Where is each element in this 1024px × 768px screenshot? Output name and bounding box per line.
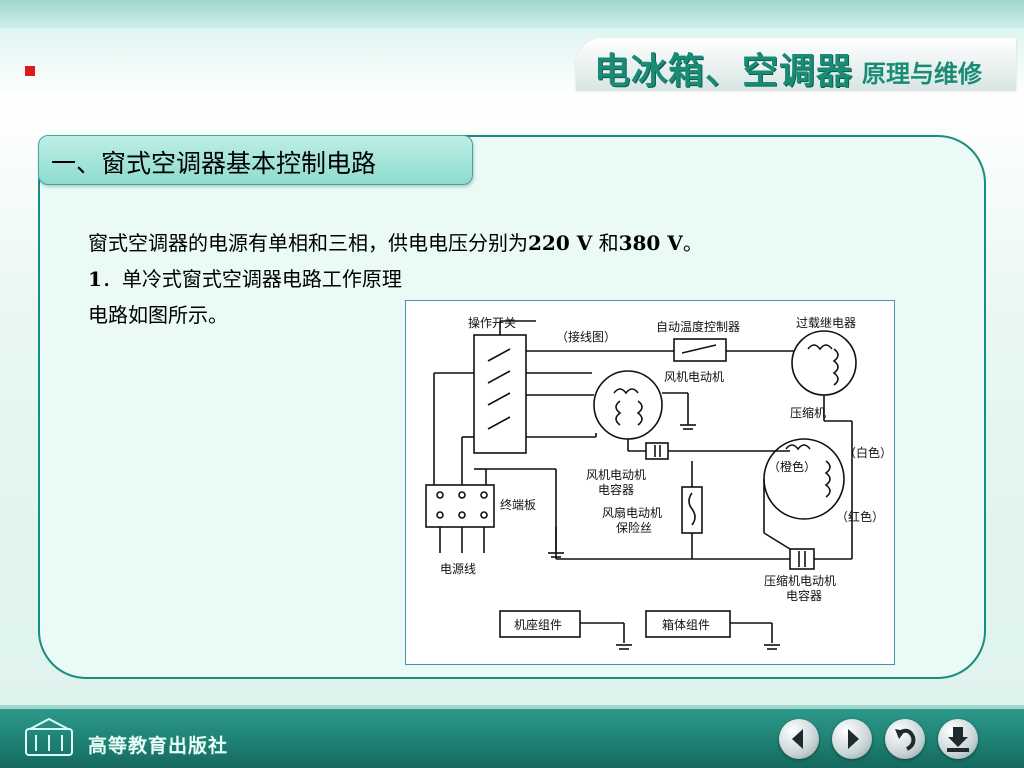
compressor-capacitor (789, 548, 815, 570)
arrow-left-icon (792, 729, 803, 749)
terminal-board (425, 484, 495, 528)
overload-relay (791, 330, 857, 396)
bullet-icon (25, 66, 35, 76)
label-switch: 操作开关 (468, 315, 516, 330)
section-heading-tab: 一、窗式空调器基本控制电路 (38, 135, 473, 185)
fan-motor (593, 370, 663, 440)
label-red: （红色） (836, 509, 884, 524)
next-button[interactable] (832, 719, 872, 759)
return-button[interactable] (885, 719, 925, 759)
label-fan-motor: 风机电动机 (664, 370, 724, 384)
prev-button[interactable] (779, 719, 819, 759)
label-terminal: 终端板 (500, 497, 536, 512)
label-fuse-2: 保险丝 (616, 520, 652, 535)
fan-capacitor (645, 442, 669, 460)
return-arrow-icon (895, 728, 916, 751)
heading-number: 1 (88, 267, 102, 291)
label-orange: （橙色） (768, 459, 816, 474)
brand-main-text: 电冰箱、空调器 (594, 51, 854, 92)
publisher-logo-icon (25, 717, 73, 756)
label-overload: 过载继电器 (796, 316, 856, 330)
exit-down-icon (947, 727, 969, 752)
exit-button[interactable] (938, 719, 978, 759)
figure-ref-text: 电路如图所示。 (88, 303, 228, 327)
arrow-right-icon (848, 729, 859, 749)
paragraph-voltage: 窗式空调器的电源有单相和三相，供电电压分别为220 V 和380 V。 (88, 227, 703, 256)
label-fan-cap-2: 电容器 (598, 482, 634, 497)
label-comp-cap-2: 电容器 (786, 588, 822, 603)
paragraph-figure-ref: 电路如图所示。 (88, 299, 228, 328)
label-power: 电源线 (440, 562, 476, 576)
label-fan-cap-1: 风机电动机 (586, 468, 646, 482)
section-title: 一、窗式空调器基本控制电路 (51, 149, 377, 178)
circuit-diagram: 操作开关 （接线图） 自动温度控制器 过载继电器 风机电动机 压缩机 （白色） … (405, 300, 895, 665)
thermostat (673, 338, 727, 362)
circuit-diagram-svg: 操作开关 （接线图） 自动温度控制器 过载继电器 风机电动机 压缩机 （白色） … (425, 315, 892, 650)
label-white: （白色） (844, 445, 892, 460)
label-thermostat: 自动温度控制器 (656, 319, 740, 334)
compressor-motor (763, 438, 845, 520)
label-fuse-1: 风扇电动机 (602, 505, 662, 520)
label-compressor: 压缩机 (790, 405, 826, 420)
voltage-text: 窗式空调器的电源有单相和三相，供电电压分别为 (88, 231, 528, 255)
heading-text: ．单冷式窗式空调器电路工作原理 (101, 267, 402, 291)
label-comp-cap-1: 压缩机电动机 (764, 573, 836, 588)
voltage-220: 220 V (528, 231, 593, 255)
publisher-name: 高等教育出版社 (88, 735, 229, 757)
voltage-and: 和 (592, 231, 619, 255)
label-base: 机座组件 (514, 617, 562, 632)
footer-top-line (0, 705, 1024, 709)
brand-title-banner: 电冰箱、空调器 原理与维修 (576, 38, 1016, 92)
brand-sub-text: 原理与维修 (862, 60, 982, 88)
voltage-end: 。 (682, 231, 703, 255)
voltage-380: 380 V (618, 231, 683, 255)
paragraph-heading-1: 1．单冷式窗式空调器电路工作原理 (88, 263, 402, 292)
cabinet-assembly (645, 610, 731, 638)
label-cabinet: 箱体组件 (662, 617, 710, 632)
header-top-strip (0, 0, 1024, 28)
label-wiring: （接线图） (556, 329, 616, 344)
base-assembly (499, 610, 581, 638)
switch-block (473, 334, 527, 454)
